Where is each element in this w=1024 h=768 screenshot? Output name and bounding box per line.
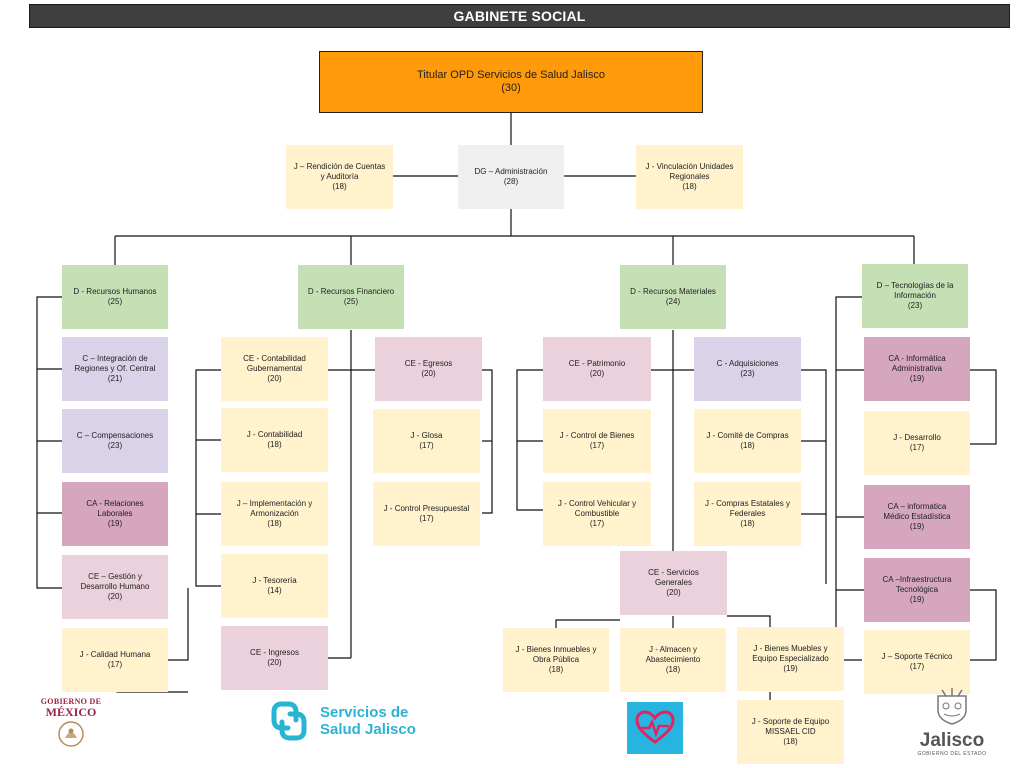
recursos-financiero-box: D - Recursos Financiero (25) — [298, 265, 404, 329]
control-vehicular-box: J - Control Vehicular y Combustible (17) — [543, 482, 651, 546]
compras-estatales-box: J - Compras Estatales y Federales (18) — [694, 482, 801, 546]
comite-compras-box: J - Comité de Compras (18) — [694, 409, 801, 473]
vinculacion-unidades-box: J - Vinculación Unidades Regionales (18) — [636, 145, 743, 209]
jalisco-logo-text: Jalisco — [919, 730, 985, 751]
calidad-humana-box: J - Calidad Humana (17) — [62, 628, 168, 692]
gobierno-logo-line2: MÉXICO — [45, 705, 97, 719]
informatica-medico-box: CA – informatica Médico Estadística (19) — [864, 485, 970, 549]
gobierno-logo-line1: GOBIERNO DE — [40, 697, 102, 706]
salud-jalisco-emblem-icon — [271, 701, 307, 741]
soporte-tecnico-box: J – Soporte Técnico (17) — [864, 630, 970, 694]
ingresos-box: CE - Ingresos (20) — [221, 626, 328, 690]
gobierno-mexico-logo: GOBIERNO DE MÉXICO — [38, 697, 104, 757]
control-presupuestal-box: J - Control Presupuestal (17) — [373, 482, 480, 546]
informatica-administrativa-box: CA - Informática Administrativa (19) — [864, 337, 970, 401]
heart-pulse-icon — [635, 710, 675, 744]
titular-box: Titular OPD Servicios de Salud Jalisco (… — [319, 51, 703, 113]
contabilidad-gubernamental-box: CE - Contabilidad Gubernamental (20) — [221, 337, 328, 401]
desarrollo-box: J - Desarrollo (17) — [864, 411, 970, 475]
eagle-seal-icon — [58, 721, 84, 747]
patrimonio-box: CE - Patrimonio (20) — [543, 337, 651, 401]
servicios-logo-line2: Salud Jalisco — [320, 721, 416, 738]
bienes-inmuebles-box: J - Bienes Inmuebles y Obra Pública (18) — [503, 628, 609, 692]
bienes-muebles-box: J - Bienes Muebles y Equipo Especializad… — [737, 627, 844, 691]
servicios-logo-line1: Servicios de — [320, 704, 409, 721]
tecnologias-informacion-box: D – Tecnologías de la Información (23) — [862, 264, 968, 328]
dg-administracion-box: DG – Administración (28) — [458, 145, 564, 209]
egresos-box: CE - Egresos (20) — [375, 337, 482, 401]
tesoreria-box: J - Tesorería (14) — [221, 554, 328, 618]
recursos-materiales-box: D - Recursos Materiales (24) — [620, 265, 726, 329]
recursos-humanos-box: D - Recursos Humanos (25) — [62, 265, 168, 329]
heart-logo — [627, 702, 683, 754]
relaciones-laborales-box: CA - Relaciones Laborales (19) — [62, 482, 168, 546]
jalisco-logo-subtext: GOBIERNO DEL ESTADO — [917, 751, 987, 757]
jalisco-gobierno-logo: Jalisco GOBIERNO DEL ESTADO — [908, 686, 996, 760]
gestion-desarrollo-box: CE – Gestión y Desarrollo Humano (20) — [62, 555, 168, 619]
soporte-equipo-box: J - Soporte de Equipo MISSAEL CID (18) — [737, 700, 844, 764]
glosa-box: J - Glosa (17) — [373, 409, 480, 473]
adquisiciones-box: C - Adquisiciones (23) — [694, 337, 801, 401]
servicios-salud-jalisco-logo: Servicios de Salud Jalisco — [268, 697, 443, 745]
control-bienes-box: J - Control de Bienes (17) — [543, 409, 651, 473]
jalisco-coat-of-arms-icon — [937, 688, 967, 725]
implementacion-box: J – Implementación y Armonización (18) — [221, 482, 328, 546]
almacen-box: J - Almacen y Abastecimiento (18) — [620, 628, 726, 692]
integracion-regiones-box: C – Integración de Regiones y Of. Centra… — [62, 337, 168, 401]
contabilidad-box: J - Contabilidad (18) — [221, 408, 328, 472]
page-title: GABINETE SOCIAL — [29, 4, 1010, 28]
rendicion-cuentas-box: J – Rendición de Cuentas y Auditoría (18… — [286, 145, 393, 209]
infraestructura-tecnologica-box: CA –Infraestructura Tecnológica (19) — [864, 558, 970, 622]
servicios-generales-box: CE - Servicios Generales (20) — [620, 551, 727, 615]
compensaciones-box: C – Compensaciones (23) — [62, 409, 168, 473]
